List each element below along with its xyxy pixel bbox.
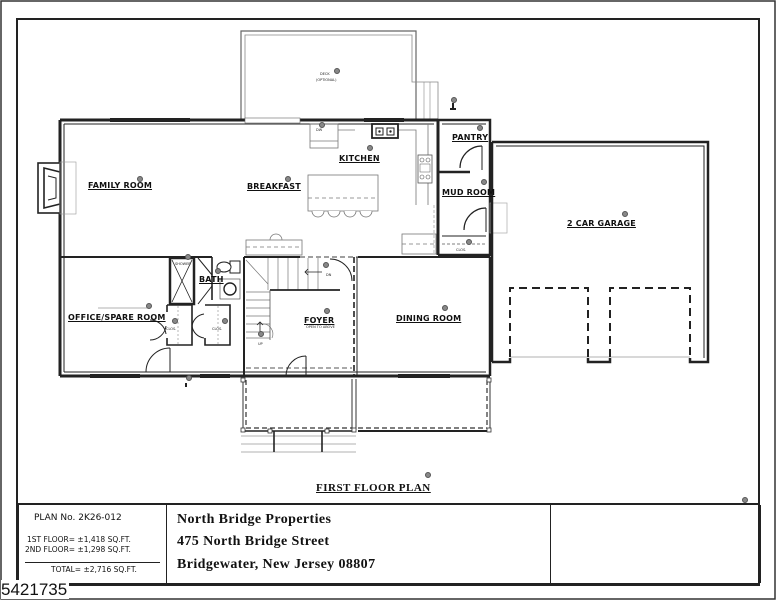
- first-floor-value: ±1,418: [77, 535, 106, 544]
- annotation-marker: [367, 145, 373, 151]
- second-floor-unit: SQ.FT.: [107, 545, 131, 554]
- annotation-marker: [334, 68, 340, 74]
- annotation-marker: [146, 303, 152, 309]
- annotation-marker: [319, 122, 325, 128]
- annotation-marker: [477, 125, 483, 131]
- annotation-marker: [451, 97, 457, 103]
- total-value: ±2,716: [83, 565, 112, 574]
- deck-optional-note: (OPTIONAL): [316, 78, 337, 82]
- title-block-plan-info: PLAN No. 2K26-012 1ST FLOOR= ±1,418 SQ.F…: [19, 505, 167, 583]
- room-label-office: OFFICE/SPARE ROOM: [68, 313, 166, 322]
- total-unit: SQ.FT.: [113, 565, 137, 574]
- room-label-mud-room: MUD ROOM: [442, 188, 496, 197]
- room-label-kitchen: KITCHEN: [339, 154, 380, 163]
- total-area: TOTAL= ±2,716 SQ.FT.: [51, 565, 137, 574]
- annotation-marker: [442, 305, 448, 311]
- first-floor-label: 1ST FLOOR=: [27, 535, 76, 544]
- room-label-foyer: FOYER: [304, 316, 335, 325]
- plan-number: PLAN No. 2K26-012: [34, 513, 122, 523]
- total-divider: [25, 562, 160, 563]
- annotation-marker: [324, 308, 330, 314]
- annotation-marker: [425, 472, 431, 478]
- annotation-marker: [215, 268, 221, 274]
- annotation-marker: [466, 239, 472, 245]
- company-street: 475 North Bridge Street: [177, 534, 330, 549]
- room-label-pantry: PANTRY: [452, 133, 489, 142]
- deck-label: DECK: [320, 72, 330, 76]
- room-label-family-room: FAMILY ROOM: [88, 181, 153, 190]
- company-city: Bridgewater, New Jersey 08807: [177, 557, 376, 572]
- first-floor-unit: SQ.FT.: [107, 535, 131, 544]
- plan-title: FIRST FLOOR PLAN: [316, 482, 431, 494]
- second-floor-label: 2ND FLOOR=: [25, 545, 76, 554]
- room-label-garage: 2 CAR GARAGE: [567, 219, 636, 228]
- dishwasher-label: DW: [316, 128, 323, 132]
- annotation-marker: [172, 318, 178, 324]
- shower-label: SHOWER: [175, 262, 191, 266]
- annotation-marker: [481, 179, 487, 185]
- annotation-marker: [622, 211, 628, 217]
- room-label-bath: BATH: [199, 275, 224, 284]
- room-label-breakfast: BREAKFAST: [247, 182, 301, 191]
- plan-number-label: PLAN No.: [34, 513, 76, 523]
- title-block-blank-panel: [551, 505, 761, 583]
- second-floor-value: ±1,298: [77, 545, 106, 554]
- annotation-marker: [285, 176, 291, 182]
- stair-down-label: DN: [326, 273, 332, 277]
- first-floor-area: 1ST FLOOR= ±1,418 SQ.FT.: [27, 535, 131, 544]
- total-label: TOTAL=: [51, 565, 82, 574]
- room-label-dining-room: DINING ROOM: [396, 314, 462, 323]
- annotation-marker: [186, 375, 192, 381]
- annotation-marker: [742, 497, 748, 503]
- annotation-marker: [222, 318, 228, 324]
- annotation-marker: [258, 331, 264, 337]
- annotation-marker: [323, 262, 329, 268]
- closet-label-hall: CLOS.: [212, 327, 223, 331]
- company-name: North Bridge Properties: [177, 512, 332, 527]
- foyer-open-note: OPEN TO ABOVE: [306, 325, 335, 329]
- title-block-company: North Bridge Properties 475 North Bridge…: [167, 505, 551, 583]
- title-block: PLAN No. 2K26-012 1ST FLOOR= ±1,418 SQ.F…: [17, 503, 761, 585]
- annotation-marker: [137, 176, 143, 182]
- annotation-marker: [185, 254, 191, 260]
- stair-up-label: UP: [258, 342, 263, 346]
- plan-number-value: 2K26-012: [78, 513, 122, 523]
- second-floor-area: 2ND FLOOR= ±1,298 SQ.FT.: [25, 545, 131, 554]
- listing-id: 5421735: [1, 580, 70, 599]
- closet-label-mud: CLOS.: [456, 248, 467, 252]
- closet-label-office: CLOS.: [166, 327, 177, 331]
